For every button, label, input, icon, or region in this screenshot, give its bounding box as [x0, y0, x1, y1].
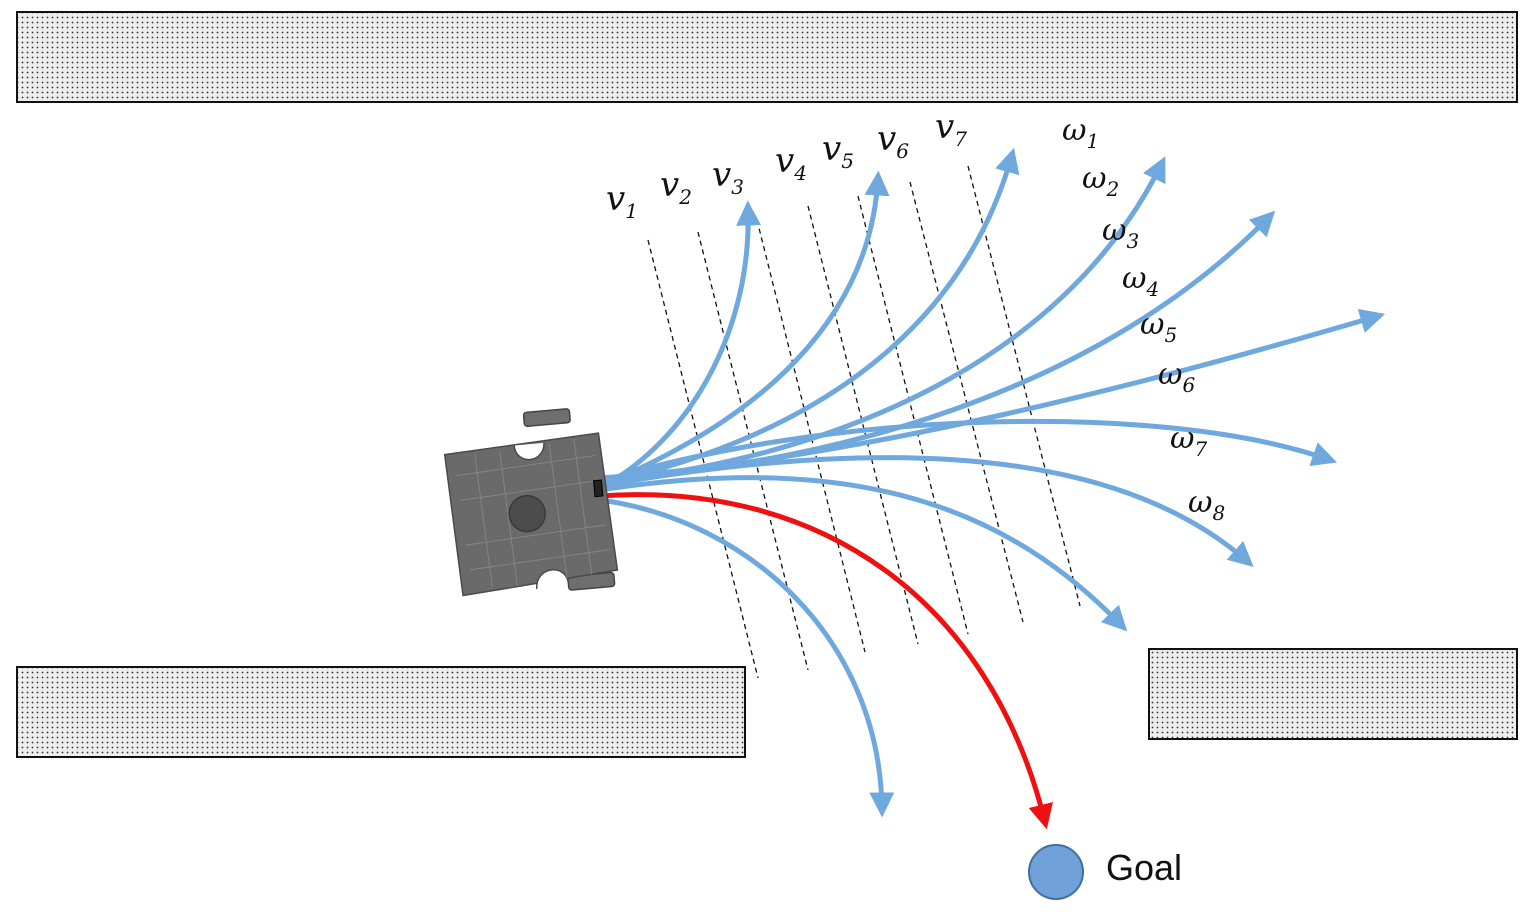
obstacle-top — [16, 11, 1518, 103]
angular-label: ω4 — [1122, 261, 1159, 301]
robot — [443, 408, 619, 597]
velocity-lines — [647, 165, 1081, 679]
angular-label: ω3 — [1102, 213, 1139, 253]
velocity-label: v4 — [775, 141, 807, 185]
robot-wheel-top — [522, 408, 571, 428]
trajectory — [597, 475, 1128, 632]
goal-label: Goal — [1106, 847, 1182, 888]
robot-texture — [456, 439, 610, 589]
candidate-trajectories — [597, 147, 1386, 818]
obstacle-bottom-right — [1148, 648, 1518, 740]
angular-label: ω2 — [1082, 161, 1119, 201]
trajectory — [597, 170, 890, 489]
velocity-line — [807, 205, 919, 645]
velocity-label: v5 — [822, 129, 854, 173]
velocity-label: v7 — [935, 107, 967, 151]
trajectory — [597, 200, 762, 491]
obstacle-bottom-left — [16, 666, 746, 758]
velocity-line — [857, 195, 969, 635]
goal-marker — [1028, 844, 1084, 900]
trajectory — [597, 497, 895, 818]
robot-notch-top — [513, 442, 545, 461]
angular-label: ω5 — [1140, 307, 1177, 347]
velocity-line — [647, 239, 759, 679]
angular-label: ω7 — [1170, 421, 1207, 461]
angular-label: ω6 — [1158, 357, 1195, 397]
velocity-line — [909, 181, 1024, 623]
angular-label: ω8 — [1188, 485, 1225, 525]
trajectory — [597, 418, 1338, 485]
velocity-line — [697, 231, 809, 671]
velocity-label: v2 — [660, 165, 692, 209]
robot-center — [508, 494, 546, 533]
velocity-line — [756, 219, 866, 653]
velocity-labels: v1 v2 v3 v4 v5 v6 v7 — [606, 107, 967, 223]
robot-sensor — [593, 479, 604, 498]
trajectory — [597, 455, 1254, 567]
velocity-label: v1 — [606, 179, 638, 223]
velocity-line — [967, 165, 1081, 607]
velocity-label: v6 — [877, 119, 909, 163]
angular-label: ω1 — [1062, 113, 1099, 153]
angular-labels: ω1 ω2 ω3 ω4 ω5 ω6 ω7 ω8 — [1062, 113, 1225, 525]
selected-trajectory — [597, 492, 1053, 830]
velocity-label: v3 — [712, 155, 744, 199]
